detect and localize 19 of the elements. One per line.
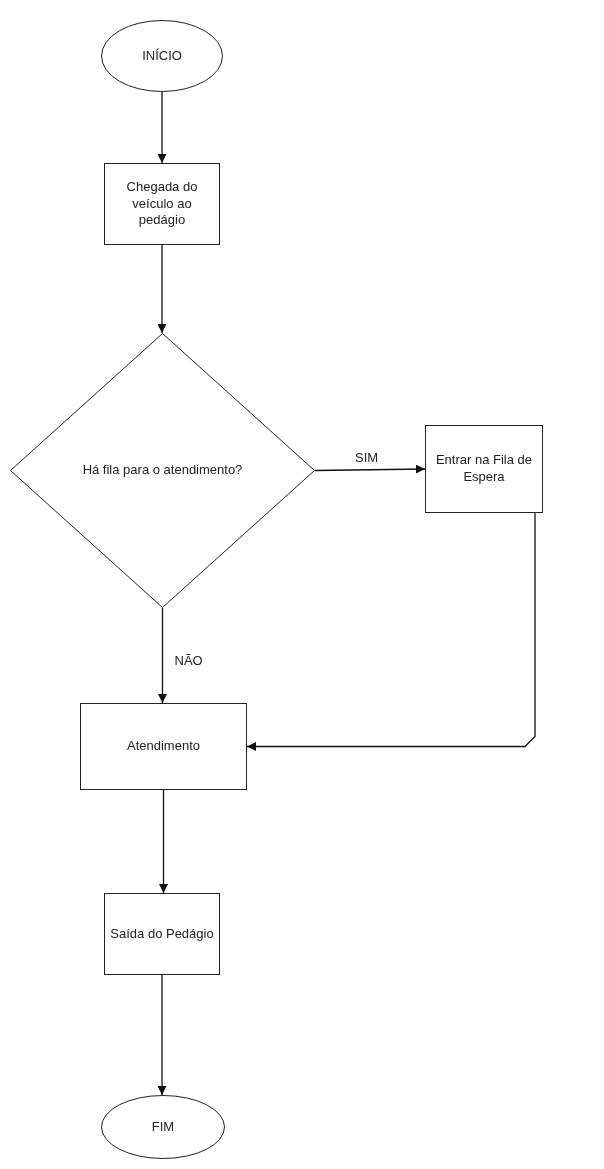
node-label: Atendimento xyxy=(126,738,201,755)
process-box xyxy=(104,163,220,245)
node-label: FIM xyxy=(150,1118,176,1136)
arrow xyxy=(159,789,168,894)
arrow xyxy=(157,974,167,1096)
arrow xyxy=(158,607,167,704)
arrow xyxy=(157,91,167,164)
arrow xyxy=(246,512,536,751)
node-label: Entrar na Fila de Espera xyxy=(434,452,534,486)
node-label: Há fila para o atendimento? xyxy=(81,462,244,479)
node-label: Chegada do veículo ao pedágio xyxy=(125,178,199,230)
node-label: INÍCIO xyxy=(141,47,183,65)
arrow xyxy=(157,244,167,334)
process-box xyxy=(104,893,220,975)
node-label: Saída do Pedágio xyxy=(109,925,215,943)
edge-label: NÃO xyxy=(172,652,205,668)
process-box xyxy=(80,703,247,790)
arrow xyxy=(314,464,426,474)
process-box xyxy=(425,425,543,513)
